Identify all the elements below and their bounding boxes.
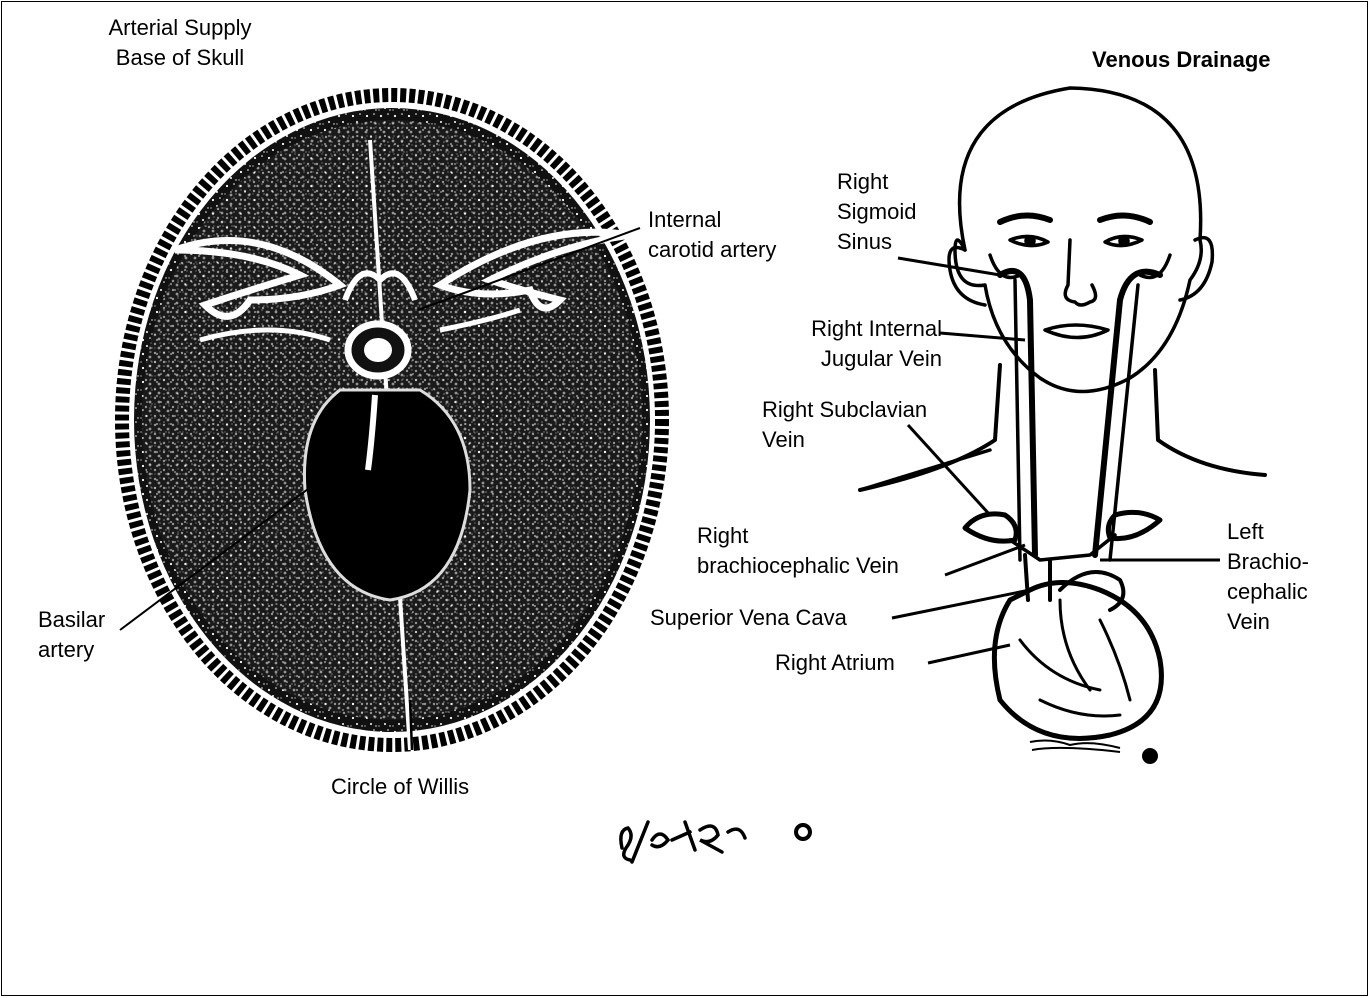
internal-carotid-label: Internal carotid artery	[648, 205, 776, 265]
arterial-title-line1: Arterial Supply	[60, 13, 300, 43]
subclavian-line1: Right Subclavian	[762, 395, 927, 425]
basilar-label: Basilar artery	[38, 605, 105, 665]
internal-jugular-line2: Jugular Vein	[782, 344, 942, 374]
sigmoid-sinus-label: Right Sigmoid Sinus	[837, 167, 916, 257]
left-brachio-line4: Vein	[1227, 607, 1309, 637]
circle-of-willis-label: Circle of Willis	[331, 772, 469, 802]
left-brachio-line2: Brachio-	[1227, 547, 1309, 577]
right-brachio-line1: Right	[697, 521, 899, 551]
left-brachiocephalic-label: Left Brachio- cephalic Vein	[1227, 517, 1309, 637]
internal-carotid-line2: carotid artery	[648, 235, 776, 265]
superior-vena-cava-label: Superior Vena Cava	[650, 603, 847, 633]
small-artist-signature	[1030, 741, 1157, 763]
right-brachio-pointer	[945, 545, 1025, 575]
basilar-line2: artery	[38, 635, 105, 665]
basilar-line1: Basilar	[38, 605, 105, 635]
internal-jugular-label: Right Internal Jugular Vein	[782, 314, 942, 374]
internal-jugular-line1: Right Internal	[782, 314, 942, 344]
subclavian-label: Right Subclavian Vein	[762, 395, 927, 455]
handwritten-signature	[621, 822, 810, 862]
right-brachiocephalic-label: Right brachiocephalic Vein	[697, 521, 899, 581]
arterial-title-line2: Base of Skull	[60, 43, 300, 73]
right-atrium-pointer	[928, 645, 1010, 663]
left-brachio-line3: cephalic	[1227, 577, 1309, 607]
left-brachio-line1: Left	[1227, 517, 1309, 547]
right-brachio-line2: brachiocephalic Vein	[697, 551, 899, 581]
internal-jugular-pointer	[940, 333, 1025, 340]
subclavian-line2: Vein	[762, 425, 927, 455]
venous-title: Venous Drainage	[1092, 45, 1271, 75]
sigmoid-line1: Right	[837, 167, 916, 197]
sigmoid-line3: Sinus	[837, 227, 916, 257]
skull-base-illustration	[122, 95, 662, 750]
right-atrium-label: Right Atrium	[775, 648, 895, 678]
sigmoid-line2: Sigmoid	[837, 197, 916, 227]
internal-carotid-line1: Internal	[648, 205, 776, 235]
arterial-title: Arterial Supply Base of Skull	[60, 13, 300, 73]
